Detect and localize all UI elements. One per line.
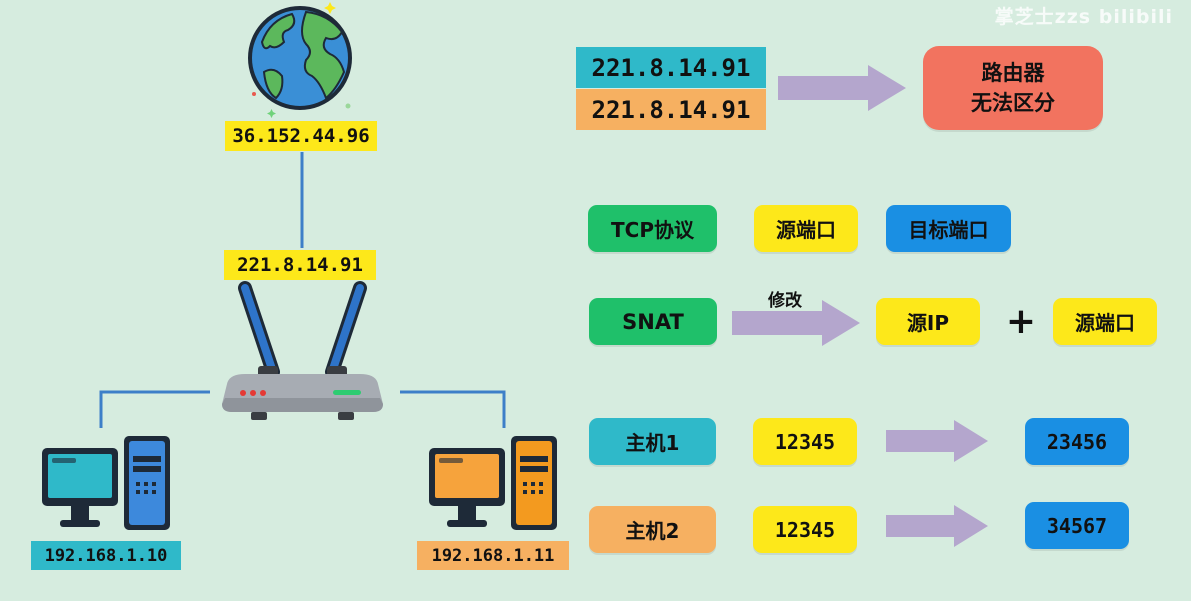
result-line-1: 路由器	[981, 61, 1045, 85]
mapping-host-1: 主机1	[589, 418, 716, 465]
ambiguity-ip-top: 221.8.14.91	[576, 47, 766, 88]
public-ip-label: 36.152.44.96	[225, 121, 377, 151]
tcp-src-port-label: 源端口	[754, 205, 858, 252]
link-router-host-right	[400, 390, 506, 428]
globe-icon	[248, 2, 352, 118]
arrow-right-icon	[732, 300, 860, 346]
host-right-ip-label: 192.168.1.11	[417, 541, 569, 570]
arrow-right-icon	[778, 65, 906, 111]
mapping-to-port-1: 23456	[1025, 418, 1129, 465]
router-cannot-distinguish-box: 路由器 无法区分	[923, 46, 1103, 130]
arrow-right-icon	[886, 420, 988, 462]
mapping-from-port-2: 12345	[753, 506, 857, 553]
tcp-protocol-label: TCP协议	[588, 205, 717, 252]
computer-orange-icon	[429, 436, 557, 530]
tcp-dst-port-label: 目标端口	[886, 205, 1011, 252]
arrow-right-icon	[886, 505, 988, 547]
snat-label: SNAT	[589, 298, 717, 345]
plus-icon: +	[1005, 300, 1037, 342]
modify-label: 修改	[768, 291, 802, 311]
mapping-to-port-2: 34567	[1025, 502, 1129, 549]
ambiguity-ip-bottom: 221.8.14.91	[576, 89, 766, 130]
result-line-2: 无法区分	[971, 91, 1055, 115]
snat-src-port-label: 源端口	[1053, 298, 1157, 345]
link-router-host-left	[99, 390, 210, 428]
snat-src-ip-label: 源IP	[876, 298, 980, 345]
watermark: 掌芝士zzs bilibili	[994, 6, 1173, 28]
router-ip-label: 221.8.14.91	[224, 250, 376, 280]
host-left-ip-label: 192.168.1.10	[31, 541, 181, 570]
mapping-host-2: 主机2	[589, 506, 716, 553]
computer-teal-icon	[42, 436, 170, 530]
mapping-from-port-1: 12345	[753, 418, 857, 465]
router-icon	[222, 281, 383, 420]
